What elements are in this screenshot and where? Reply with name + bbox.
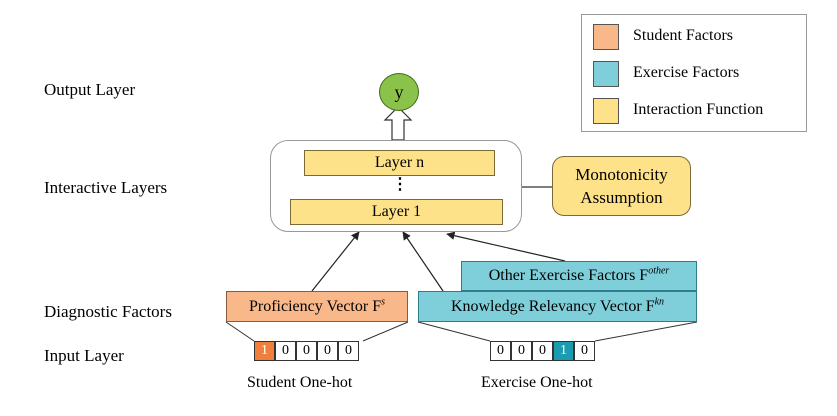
output-node-y: y: [379, 73, 419, 111]
legend-swatch-exercise: [593, 61, 619, 87]
student-onehot-cell: 0: [317, 341, 338, 361]
other-factors-arrow: [446, 231, 566, 262]
student-onehot-caption: Student One-hot: [247, 374, 353, 391]
other-exercise-factors-box: Other Exercise Factors Fother: [461, 261, 697, 291]
exercise-onehot-cell: 1: [553, 341, 574, 361]
exercise-onehot-cell: 0: [532, 341, 553, 361]
legend-swatch-student: [593, 24, 619, 50]
student-onehot-cell: 1: [254, 341, 275, 361]
row-label-output: Output Layer: [44, 80, 136, 99]
knowledge-relevancy-vector-box: Knowledge Relevancy Vector Fkn: [418, 291, 697, 322]
monotonicity-line2: Assumption: [580, 188, 663, 207]
proficiency-vector-label: Proficiency Vector Fs: [248, 296, 386, 315]
other-exercise-factors-label: Other Exercise Factors Fother: [488, 265, 670, 284]
hollow-up-arrow: [383, 106, 413, 141]
output-node-label: y: [394, 81, 404, 102]
student-onehot-cell: 0: [338, 341, 359, 361]
exercise-onehot-cell: 0: [574, 341, 595, 361]
layer-n-label: Layer n: [374, 154, 425, 171]
layer-n: Layer n: [304, 150, 495, 176]
exercise-onehot-cell: 0: [490, 341, 511, 361]
legend: Student Factors Exercise Factors Interac…: [581, 14, 807, 132]
layer-1-label: Layer 1: [371, 203, 422, 220]
student-onehot-cell: 0: [296, 341, 317, 361]
exercise-onehot-caption: Exercise One-hot: [481, 374, 593, 391]
student-onehot-cell: 0: [275, 341, 296, 361]
knowledge-relevancy-vector-label: Knowledge Relevancy Vector Fkn: [450, 296, 665, 315]
knowledge-arrow: [402, 231, 444, 292]
layer-ellipsis: ⋮: [392, 176, 408, 193]
row-label-diagnostic: Diagnostic Factors: [44, 302, 172, 321]
proficiency-arrow: [311, 231, 360, 292]
legend-label-interaction: Interaction Function: [633, 101, 764, 118]
exercise-onehot-cell: 0: [511, 341, 532, 361]
row-label-input: Input Layer: [44, 346, 124, 365]
legend-swatch-interaction: [593, 98, 619, 124]
legend-label-exercise: Exercise Factors: [633, 64, 740, 81]
proficiency-vector-box: Proficiency Vector Fs: [226, 291, 408, 322]
monotonicity-line1: Monotonicity: [575, 165, 668, 184]
legend-label-student: Student Factors: [633, 27, 733, 44]
monotonicity-assumption-box: Monotonicity Assumption: [552, 156, 691, 216]
layer-1: Layer 1: [290, 199, 503, 225]
row-label-interactive: Interactive Layers: [44, 178, 168, 197]
